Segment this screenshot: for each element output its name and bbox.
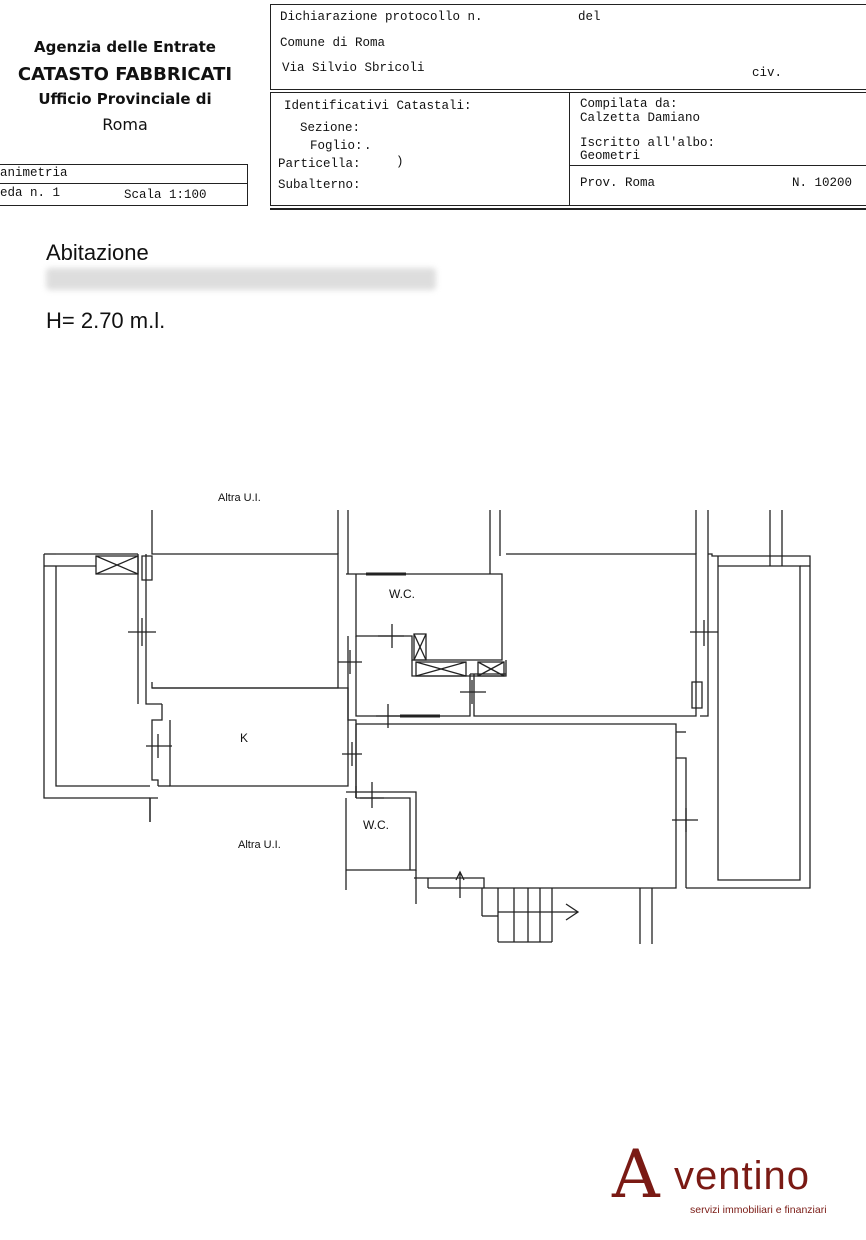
room-wc-top — [346, 574, 502, 660]
agency-city: Roma — [102, 115, 148, 134]
room-left-upper — [152, 510, 338, 688]
outer-wall-left — [44, 566, 150, 798]
registration-number: N. 10200 — [792, 176, 853, 190]
wc-top-label: W.C. — [389, 587, 415, 601]
ceiling-height: H= 2.70 m.l. — [46, 308, 166, 333]
compiler-label: Compilata da: — [580, 97, 678, 111]
particella-value: ) — [396, 155, 404, 169]
foglio-label: Foglio: — [310, 139, 363, 153]
neighbor-unit-bottom-label: Altra U.I. — [238, 839, 281, 851]
agency-name: Agenzia delle Entrate — [34, 38, 216, 56]
plan-sheet: eda n. 1 — [0, 186, 61, 200]
agency-office: Ufficio Provinciale di — [38, 90, 212, 108]
albo-value: Geometri — [580, 149, 641, 163]
province-label: Prov. Roma — [580, 176, 656, 190]
protocol-label: Dichiarazione protocollo n. — [280, 10, 483, 24]
redacted-address — [46, 268, 436, 290]
plan-info-box — [0, 164, 248, 206]
street-label: Via Silvio Sbricoli — [282, 61, 425, 75]
civ-label: civ. — [752, 66, 783, 80]
identifiers-box — [270, 92, 866, 206]
room-kitchen — [170, 688, 348, 786]
room-living — [356, 724, 676, 888]
agency-department: CATASTO FABBRICATI — [17, 64, 233, 85]
plan-title: animetria — [0, 166, 68, 180]
aventino-logo: A ventino servizi immobiliari e finanzia… — [608, 1136, 858, 1236]
room-wc-bottom — [346, 792, 416, 870]
kitchen-label: K — [240, 731, 249, 745]
sezione-label: Sezione: — [300, 121, 361, 135]
room-right-upper — [474, 554, 696, 716]
inner-wall-left — [56, 566, 150, 786]
logo-letter: A — [612, 1136, 660, 1213]
logo-tagline: servizi immobiliari e finanziari — [690, 1204, 827, 1216]
identifiers-heading: Identificativi Catastali: — [284, 99, 472, 113]
header-double-rule — [270, 208, 866, 210]
albo-label: Iscritto all'albo: — [580, 136, 716, 150]
neighbor-unit-top-label: Altra U.I. — [218, 492, 261, 504]
plan-scale: Scala 1:100 — [124, 188, 207, 202]
logo-wordmark: ventino — [674, 1154, 810, 1198]
comune-label: Comune di Roma — [280, 36, 386, 50]
compiler-name: Calzetta Damiano — [580, 111, 701, 125]
foglio-value: . — [364, 139, 372, 153]
subalterno-label: Subalterno: — [278, 178, 361, 192]
declaration-box — [270, 4, 866, 90]
unit-type: Abitazione — [46, 240, 149, 265]
del-label: del — [578, 10, 601, 24]
room-right-tall — [686, 554, 810, 888]
wc-bottom-label: W.C. — [363, 818, 389, 832]
particella-label: Particella: — [278, 157, 361, 171]
